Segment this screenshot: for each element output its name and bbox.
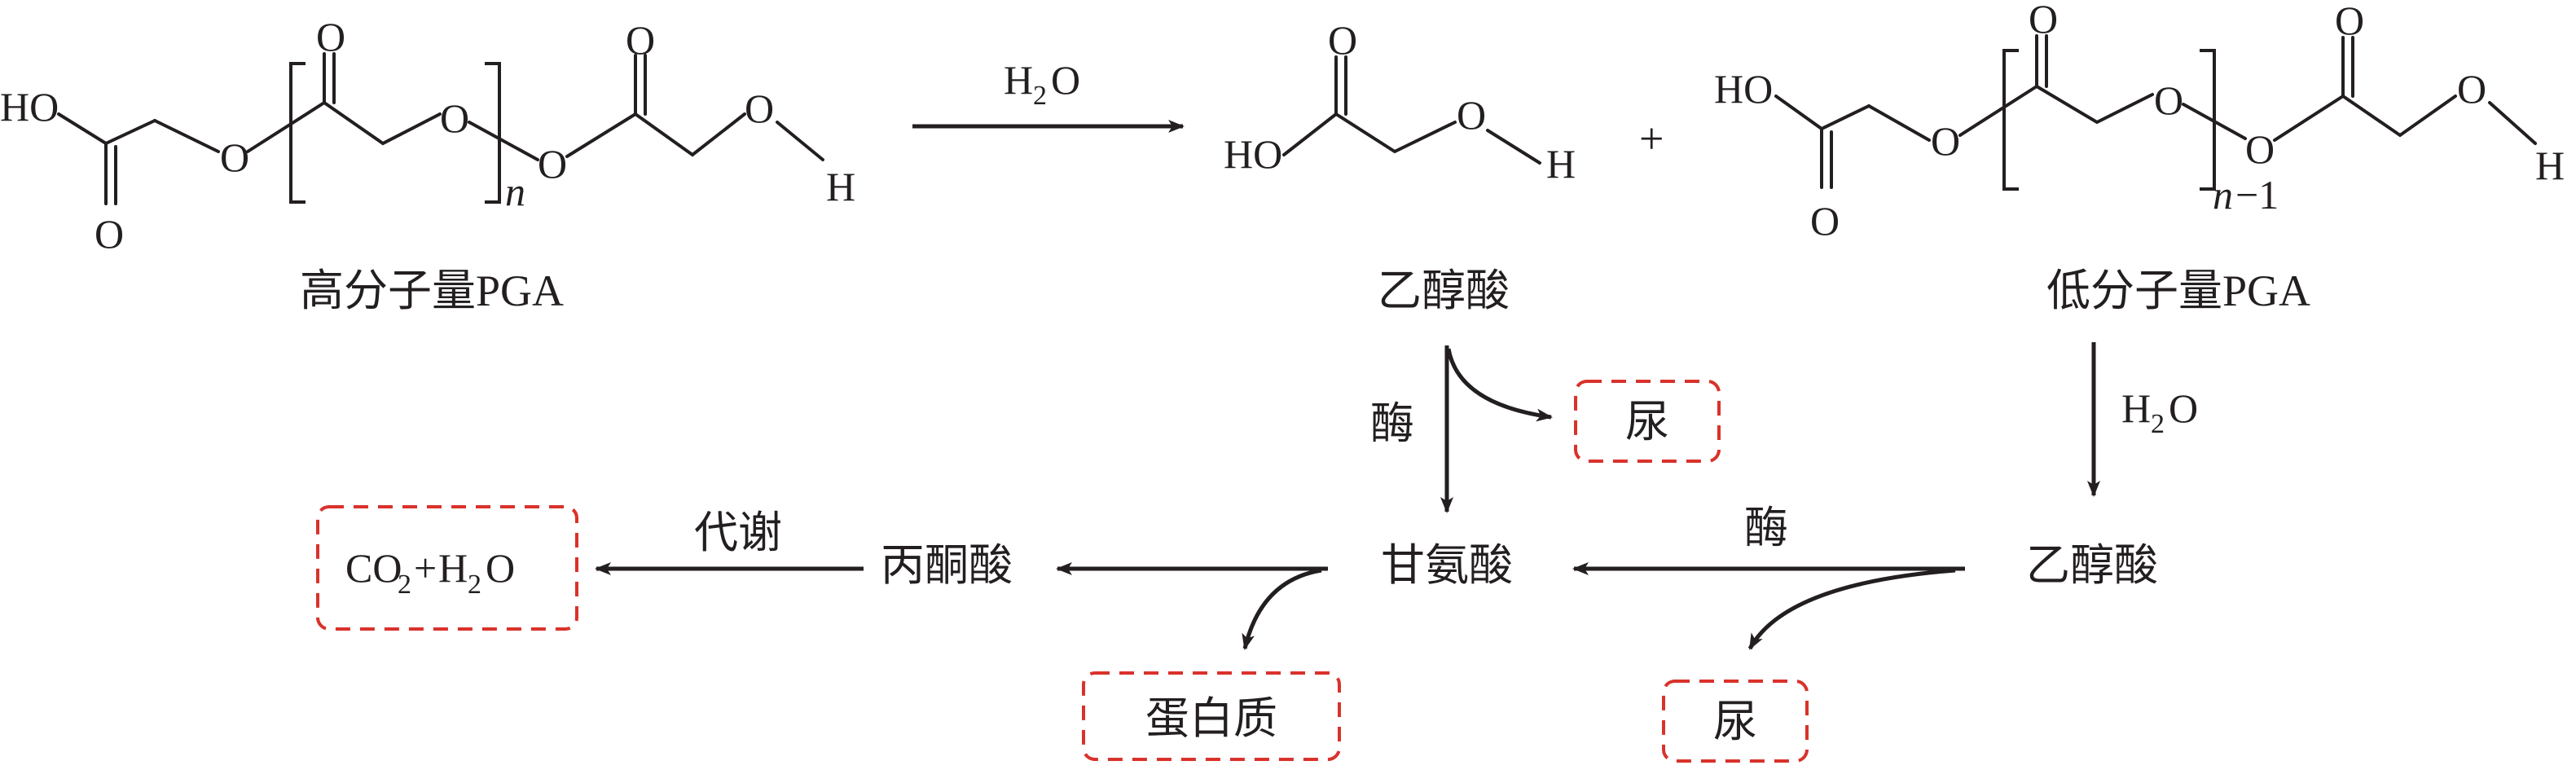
low-pga-o-atom-7: O <box>2457 66 2486 112</box>
high-pga-o-atom-5: O <box>538 141 567 187</box>
high-pga-bracket-left <box>289 62 306 204</box>
high-pga-bond-6 <box>565 112 637 158</box>
low-pga-o-atom-3: O <box>2029 0 2058 42</box>
high-pga-bond-7 <box>634 112 746 157</box>
plus-sign: + <box>1639 114 1664 163</box>
pyruvic-acid-label: 丙酮酸 <box>881 541 1013 590</box>
final-products-label: CO 2 + H 2 O <box>345 545 515 600</box>
svg-text:2: 2 <box>468 570 481 600</box>
glycolic-acid-label-2: 乙醇酸 <box>2026 541 2158 590</box>
high-pga-structure: HO O O O O n O O O H <box>0 14 855 257</box>
ga-bond-2 <box>1334 112 1457 154</box>
svg-text:H: H <box>1004 57 1033 103</box>
high-pga-bond-1 <box>57 112 156 146</box>
high-pga-h-atom: H <box>826 164 855 209</box>
low-pga-bond-5 <box>2182 103 2247 140</box>
protein-box <box>1082 671 1341 761</box>
ga-o-atom-2: O <box>1457 92 1486 138</box>
high-pga-label: 高分子量PGA <box>300 266 564 315</box>
low-pga-o-atom-2: O <box>1931 118 1960 164</box>
svg-text:+: + <box>414 545 437 591</box>
svg-text:2: 2 <box>1033 81 1047 111</box>
ga-bond-1 <box>1282 112 1338 156</box>
low-pga-bond-7 <box>2341 95 2457 138</box>
svg-text:O: O <box>486 545 515 591</box>
ga-o-atom-1: O <box>1328 17 1357 63</box>
low-pga-minus-one: −1 <box>2235 172 2279 218</box>
enzyme-label-2: 酶 <box>1744 504 1788 552</box>
high-pga-o-atom-1: O <box>95 211 124 257</box>
glycine-label: 甘氨酸 <box>1381 541 1513 590</box>
high-pga-o-atom-2: O <box>220 134 249 180</box>
low-pga-o-atom-5: O <box>2245 126 2275 172</box>
urine-label-2: 尿 <box>1713 697 1757 746</box>
water-label-1: H 2 O <box>1004 57 1080 111</box>
high-pga-bond-8 <box>776 121 824 161</box>
water-label-2: H 2 O <box>2121 385 2198 439</box>
high-pga-bond-3 <box>246 101 326 153</box>
low-pga-o-atom-4: O <box>2154 77 2183 123</box>
high-pga-o-atom-7: O <box>745 86 774 131</box>
low-pga-o-atom-1: O <box>1810 198 1840 244</box>
high-pga-o-atom-6: O <box>626 17 655 63</box>
urine-branch-arrow-2 <box>1747 568 1956 650</box>
urine-box-2 <box>1662 680 1809 763</box>
svg-text:H: H <box>438 545 468 591</box>
ga-h-atom: H <box>1546 141 1576 187</box>
low-pga-ho-atom: HO <box>1714 66 1773 112</box>
high-pga-repeat-n: n <box>505 169 525 214</box>
high-pga-bracket-right <box>485 62 501 204</box>
low-pga-bond-8 <box>2488 101 2537 145</box>
high-pga-bond-2 <box>153 119 220 153</box>
low-pga-bond-2 <box>1867 104 1931 142</box>
high-pga-o-atom-3: O <box>316 14 345 59</box>
high-pga-bond-4 <box>323 101 442 146</box>
urine-branch-arrow-1 <box>1446 348 1553 422</box>
glycolic-acid-structure: HO O O H <box>1224 17 1576 187</box>
svg-text:2: 2 <box>2151 409 2165 439</box>
metabolism-label: 代谢 <box>694 508 782 557</box>
urine-label-1: 尿 <box>1625 398 1669 446</box>
svg-text:H: H <box>2121 385 2151 431</box>
glycolic-acid-label-1: 乙醇酸 <box>1378 266 1510 315</box>
high-pga-bond-5 <box>468 121 539 161</box>
high-pga-ho-atom: HO <box>0 84 59 130</box>
urine-box-1 <box>1574 380 1721 463</box>
low-pga-bracket-left <box>2002 49 2019 191</box>
svg-text:O: O <box>1051 57 1080 103</box>
svg-text:CO: CO <box>345 545 402 591</box>
svg-text:O: O <box>2169 385 2198 431</box>
final-products-box <box>316 505 578 631</box>
low-pga-repeat-n: n <box>2213 172 2233 218</box>
ga-ho-atom: HO <box>1224 131 1282 177</box>
low-pga-structure: HO O O O O n −1 O O O H <box>1714 0 2565 244</box>
low-pga-h-atom: H <box>2535 143 2565 188</box>
protein-label: 蛋白质 <box>1145 694 1277 743</box>
low-pga-o-atom-6: O <box>2335 0 2364 43</box>
high-pga-o-atom-4: O <box>440 95 469 141</box>
protein-branch-arrow <box>1242 568 1322 650</box>
enzyme-label-1: 酶 <box>1370 399 1414 448</box>
low-pga-bond-3 <box>1958 85 2038 137</box>
svg-text:2: 2 <box>398 570 411 600</box>
low-pga-bond-4 <box>2035 85 2154 125</box>
ga-bond-3 <box>1486 129 1541 165</box>
low-pga-bond-1 <box>1774 95 1870 131</box>
low-pga-label: 低分子量PGA <box>2046 266 2310 315</box>
low-pga-bond-6 <box>2273 95 2345 142</box>
